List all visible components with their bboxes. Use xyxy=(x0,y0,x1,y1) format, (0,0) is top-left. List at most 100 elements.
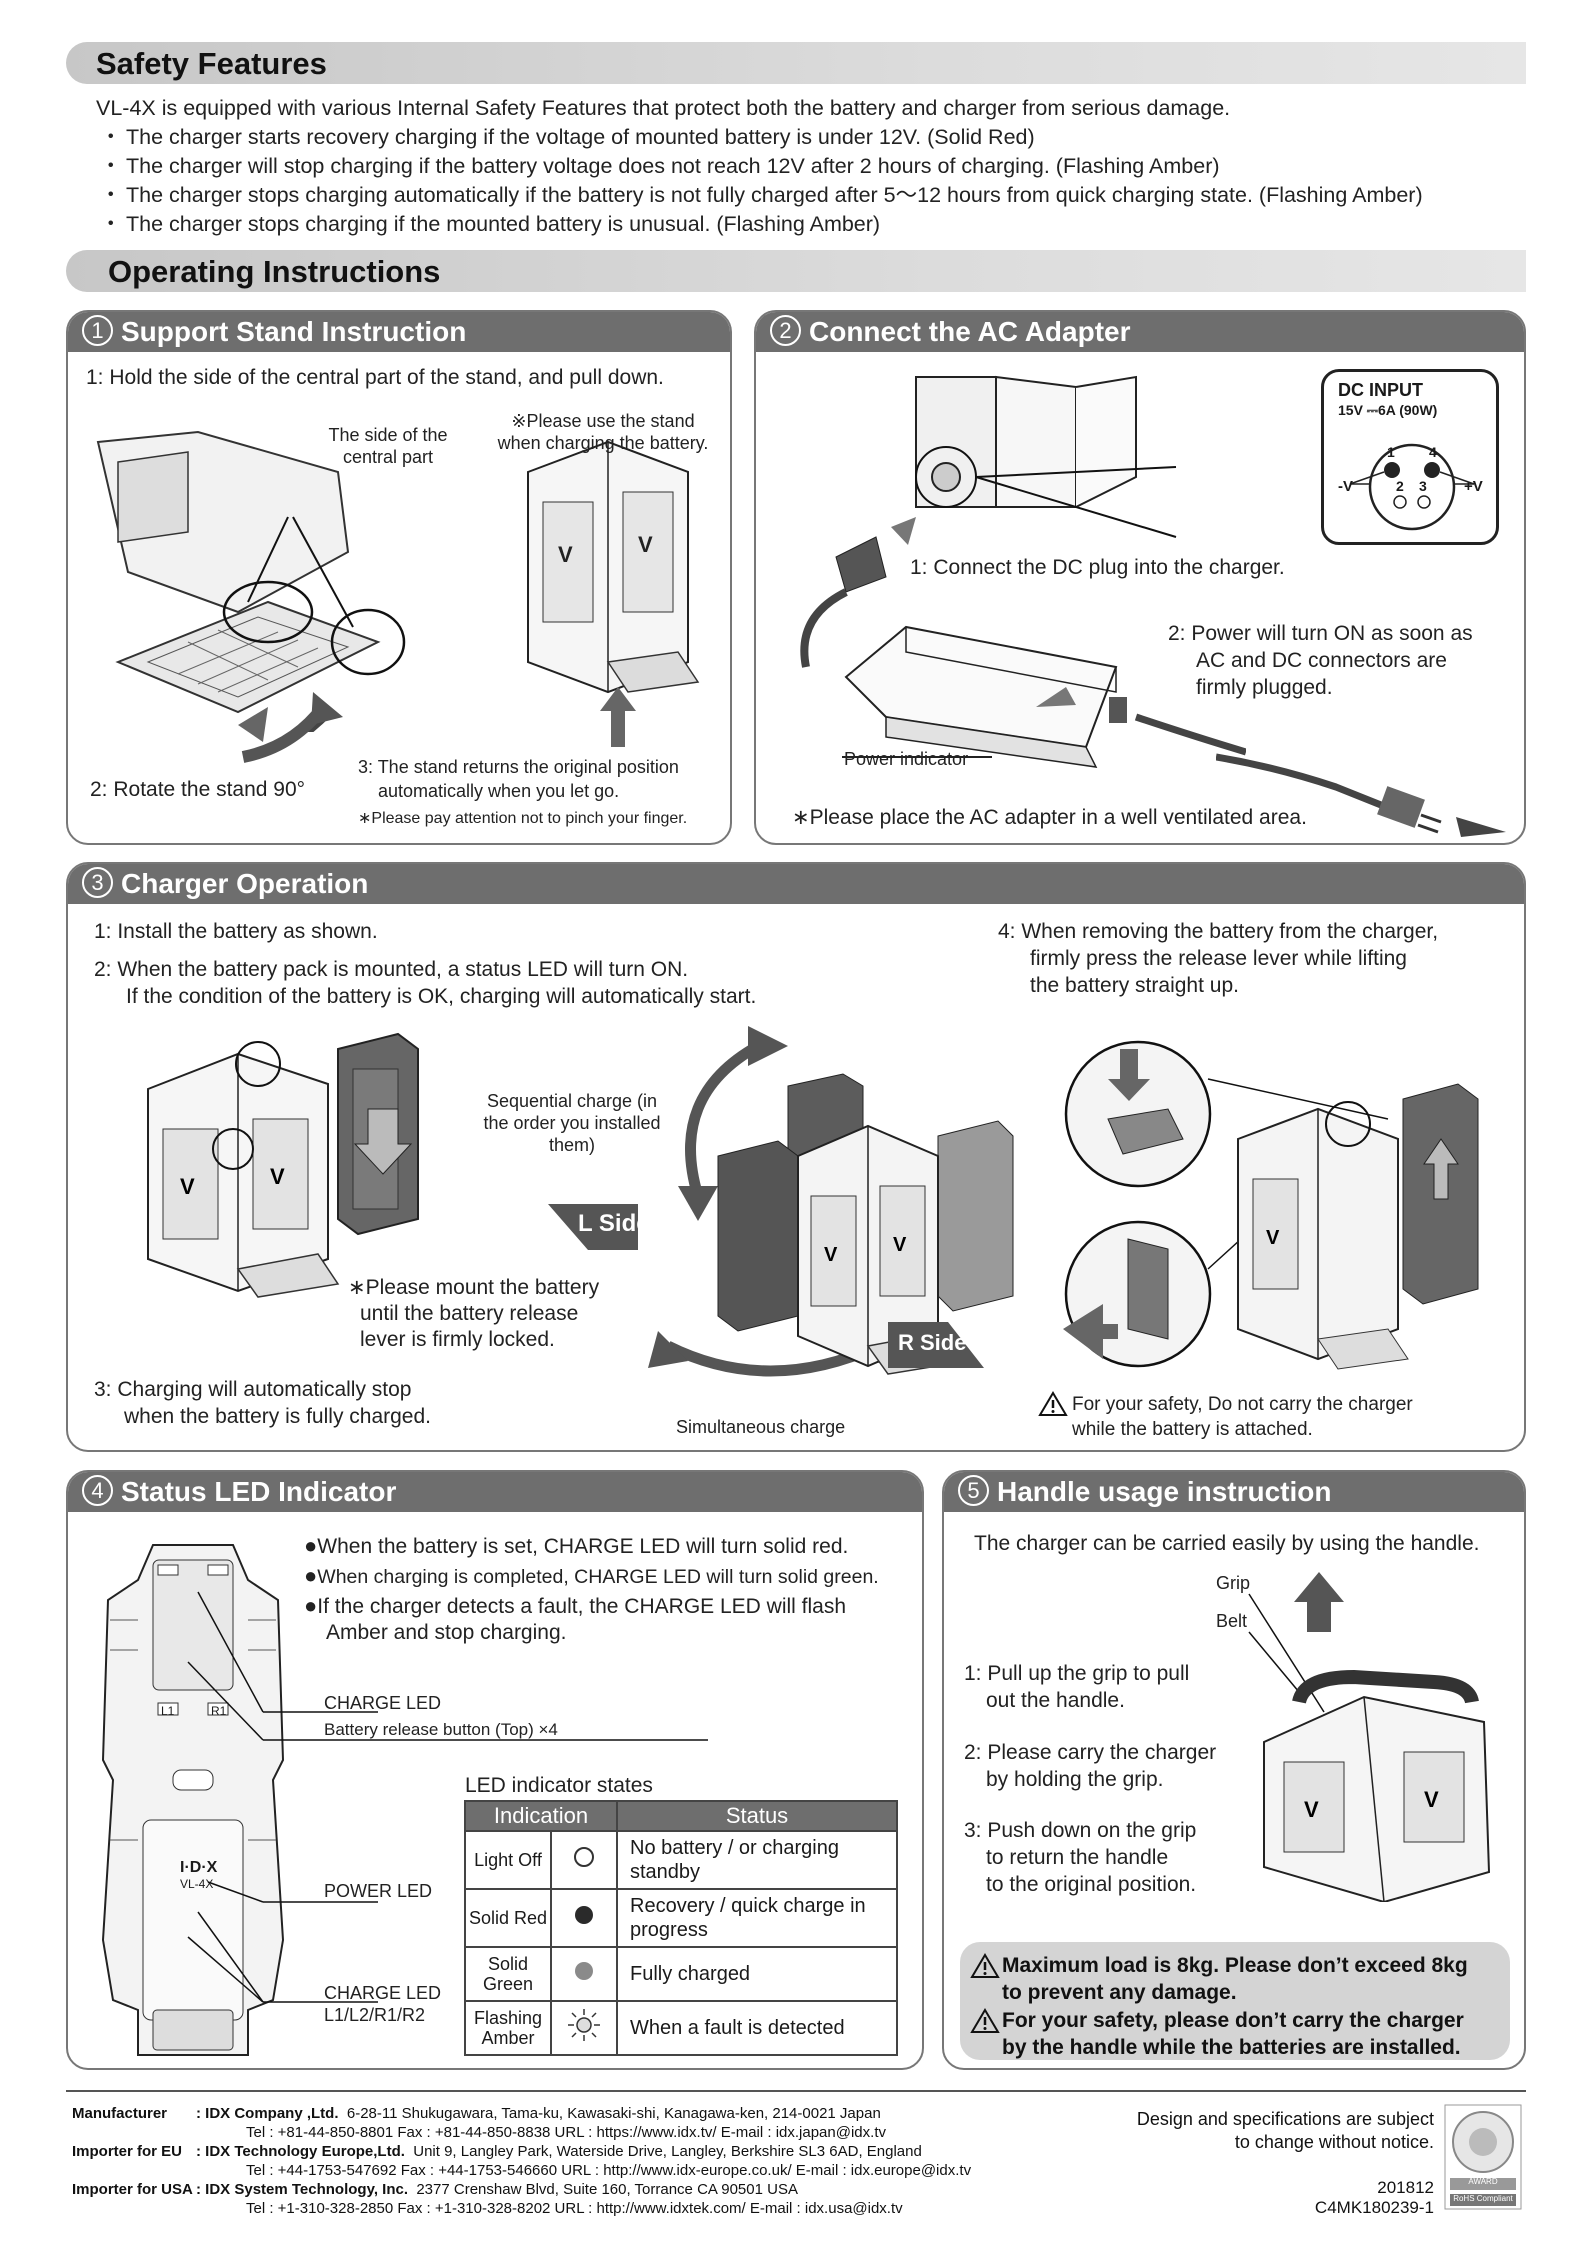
status-cell: When a fault is detected xyxy=(616,2000,898,2056)
grip-label: Grip xyxy=(1216,1573,1251,1593)
rohs-compliant-badge: RoHS Compliant xyxy=(1453,2194,1513,2203)
up-arrow-icon xyxy=(600,687,636,747)
pin-3-label: 3 xyxy=(1419,478,1427,494)
led-bullet-3-cont: Amber and stop charging. xyxy=(326,1621,567,1644)
safety-bullet: ・The charger stops charging if the mount… xyxy=(100,212,881,236)
handle-step2-line1: 2: Please carry the charger xyxy=(964,1741,1217,1764)
step-number-badge: 4 xyxy=(82,1475,113,1506)
handle-illustration: V V xyxy=(1248,1572,1491,1902)
table-row: Light Off No battery / or charging stand… xyxy=(464,1830,898,1890)
svg-text:V: V xyxy=(180,1174,195,1199)
charger-safety-line1: For your safety, Do not carry the charge… xyxy=(1072,1394,1413,1415)
handle-intro: The charger can be carried easily by usi… xyxy=(974,1532,1480,1555)
led-green-icon xyxy=(550,1946,618,2002)
charge-led-label: CHARGE LED xyxy=(324,1693,442,1713)
handle-warning-box xyxy=(960,1942,1510,2060)
indication-cell: Solid Red xyxy=(464,1888,552,1948)
pin-plus-label: +V xyxy=(1464,478,1483,495)
col-indication: Indication xyxy=(464,1800,618,1832)
belt-label: Belt xyxy=(1216,1611,1248,1631)
indication-cell: Light Off xyxy=(464,1830,552,1890)
charger-step4-line3: the battery straight up. xyxy=(1030,974,1239,997)
safety-bullet: ・The charger will stop charging if the b… xyxy=(100,154,1220,178)
environment-award-logo xyxy=(1444,2104,1522,2210)
usa-importer-line: : IDX System Technology, Inc. 2377 Crens… xyxy=(196,2181,798,2198)
handle-step3-line2: to return the handle xyxy=(986,1846,1169,1869)
l-side-label: L Side xyxy=(578,1210,650,1237)
ventilation-note: ∗Please place the AC adapter in a well v… xyxy=(792,806,1307,829)
eu-importer-line: : IDX Technology Europe,Ltd. Unit 9, Lan… xyxy=(196,2143,922,2160)
handle-warning-2-line1: For your safety, please don’t carry the … xyxy=(1002,2009,1464,2032)
operating-section-header: Operating Instructions xyxy=(66,250,1526,292)
handle-step1-line2: out the handle. xyxy=(986,1689,1125,1712)
usa-importer-label: Importer for USA xyxy=(72,2181,193,2198)
led-bullet-2: ●When charging is completed, CHARGE LED … xyxy=(304,1563,879,1588)
footer-divider xyxy=(66,2090,1526,2092)
sequential-charge-illustration: V V xyxy=(648,1026,1014,1377)
charger-step4-line1: 4: When removing the battery from the ch… xyxy=(998,920,1439,943)
eu-importer-contact: Tel : +44-1753-547692 Fax : +44-1753-546… xyxy=(246,2162,972,2179)
status-led-title: Status LED Indicator xyxy=(121,1476,397,1507)
handle-warning-2-line2: by the handle while the batteries are in… xyxy=(1002,2036,1461,2059)
ac-step1: 1: Connect the DC plug into the charger. xyxy=(910,556,1285,579)
step-number-badge: 3 xyxy=(82,867,113,898)
install-battery-illustration: V V xyxy=(147,1032,419,1298)
operating-title: Operating Instructions xyxy=(108,254,441,289)
pin-2-label: 2 xyxy=(1396,478,1404,494)
pin-1-label: 1 xyxy=(1387,444,1395,460)
pinch-caution: ∗Please pay attention not to pinch your … xyxy=(358,810,688,827)
svg-text:V: V xyxy=(1304,1797,1319,1822)
safety-section-header: Safety Features xyxy=(66,42,1526,84)
handle-warning-1-line2: to prevent any damage. xyxy=(1002,1981,1237,2004)
led-states-table: Indication Status Light Off No battery /… xyxy=(464,1800,898,2056)
ac-plug-illustration xyxy=(1216,753,1506,837)
status-cell: No battery / or charging standby xyxy=(616,1830,898,1890)
led-callout-lines xyxy=(187,1591,708,2003)
charger-operation-title: Charger Operation xyxy=(121,868,369,899)
svg-text:V: V xyxy=(638,532,653,557)
led-off-icon xyxy=(550,1830,618,1890)
manufacturer-contact: Tel : +81-44-850-8801 Fax : +81-44-850-8… xyxy=(246,2124,886,2141)
dc-input-title: DC INPUT xyxy=(1338,380,1423,400)
led-table-title: LED indicator states xyxy=(465,1774,653,1797)
dc-pin-diagram xyxy=(1349,443,1475,531)
pin-minus-label: -V xyxy=(1338,478,1353,495)
adapter-illustration xyxy=(800,375,1246,768)
svg-text:V: V xyxy=(1266,1227,1280,1249)
safety-bullet: ・The charger starts recovery charging if… xyxy=(100,125,1035,149)
power-led-label: POWER LED xyxy=(324,1881,433,1901)
r-side-label: R Side xyxy=(898,1330,967,1355)
manufacturer-label: Manufacturer xyxy=(72,2105,168,2122)
safety-bullet: ・The charger stops charging automaticall… xyxy=(100,183,1423,207)
charger-step4-line2: firmly press the release lever while lif… xyxy=(1030,947,1407,970)
design-notice-line2: to change without notice. xyxy=(1234,2132,1434,2152)
handle-warning-1-line1: Maximum load is 8kg. Please don’t exceed… xyxy=(1002,1954,1468,1977)
svg-text:V: V xyxy=(1424,1787,1439,1812)
pin-4-label: 4 xyxy=(1429,444,1437,460)
table-row: Flashing Amber When a fault is detected xyxy=(464,2000,898,2056)
l-side-tag xyxy=(548,1204,638,1250)
charger-step3-line1: 3: Charging will automatically stop xyxy=(94,1378,412,1401)
doc-date: 201812 xyxy=(1377,2178,1434,2197)
status-cell: Fully charged xyxy=(616,1946,898,2002)
step-number-badge: 1 xyxy=(82,315,113,346)
charger-step2-line1: 2: When the battery pack is mounted, a s… xyxy=(94,958,689,981)
svg-text:V: V xyxy=(893,1234,907,1256)
charger-safety-line2: while the battery is attached. xyxy=(1072,1419,1313,1440)
svg-text:V: V xyxy=(824,1244,838,1266)
support-step3-line2: automatically when you let go. xyxy=(378,781,620,801)
ac-adapter-title: Connect the AC Adapter xyxy=(809,316,1131,347)
design-notice-line1: Design and specifications are subject xyxy=(1136,2109,1434,2129)
warning-triangle-icon xyxy=(970,2008,1000,2033)
indication-cell: Flashing Amber xyxy=(464,2000,552,2056)
release-button-label: Battery release button (Top) ×4 xyxy=(324,1720,558,1739)
device-model: VL-4X xyxy=(180,1877,214,1891)
handle-usage-title: Handle usage instruction xyxy=(997,1476,1332,1507)
device-r1: R1 xyxy=(211,1704,227,1718)
usa-importer-contact: Tel : +1-310-328-2850 Fax : +1-310-328-8… xyxy=(246,2200,903,2217)
